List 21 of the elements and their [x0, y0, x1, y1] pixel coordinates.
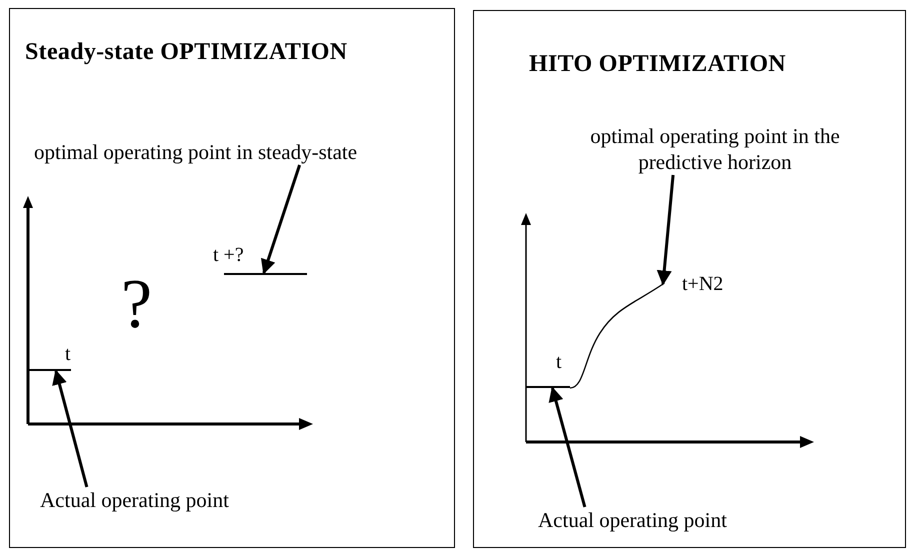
trajectory-curve: [570, 284, 663, 388]
callout-text: optimal operating point in the predictive horizon: [584, 123, 846, 175]
arrow: [656, 174, 675, 286]
panel-title: Steady-state OPTIMIZATION: [25, 39, 348, 66]
time-label: t: [65, 343, 71, 366]
arrow: [548, 386, 586, 508]
question-mark: ?: [121, 270, 152, 340]
panel: [9, 8, 455, 548]
callout-text: optimal operating point in steady-state: [34, 139, 449, 165]
arrow: [260, 164, 302, 274]
callout-text: Actual operating point: [538, 507, 798, 533]
callout-text: Actual operating point: [40, 487, 300, 513]
panel-title: HITO OPTIMIZATION: [529, 51, 786, 78]
panel: [473, 10, 906, 548]
time-label: t +?: [213, 244, 244, 267]
time-label: t+N2: [682, 273, 724, 296]
level-line: [526, 386, 570, 388]
time-label: t: [556, 351, 562, 374]
level-line: [28, 369, 71, 371]
arrow: [52, 370, 88, 488]
level-line: [224, 273, 307, 275]
